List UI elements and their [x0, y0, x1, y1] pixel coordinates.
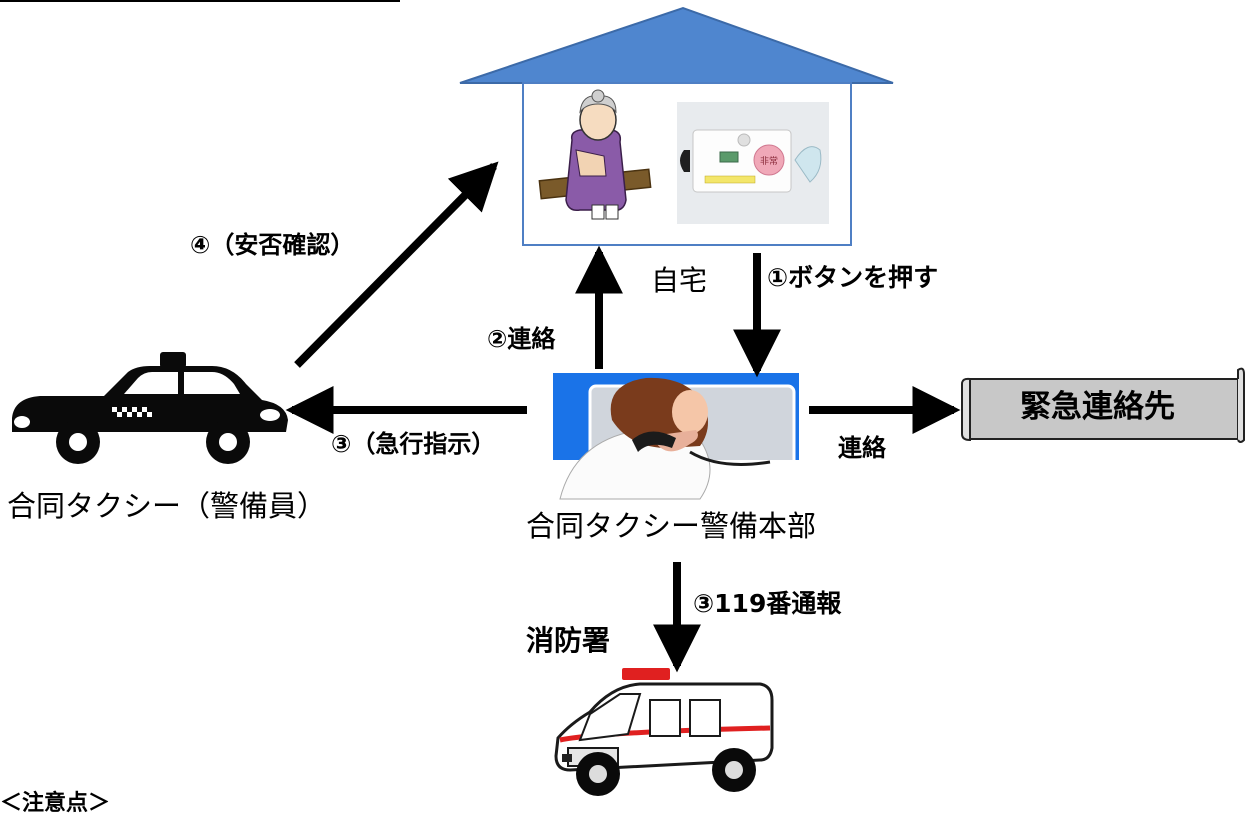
house-roof: [459, 6, 894, 84]
label-fire-station: 消防署: [526, 624, 611, 657]
alarm-device-photo: 非常: [677, 102, 829, 224]
notes-heading: ＜注意点＞: [0, 791, 111, 816]
label-contact: 連絡: [838, 434, 886, 462]
label-step3b: ③119番通報: [693, 589, 842, 618]
operator-icon: [553, 373, 799, 500]
label-emergency-contact: 緊急連絡先: [1020, 389, 1175, 425]
label-step4: ④（安否確認）: [190, 231, 355, 259]
label-hq: 合同タクシー警備本部: [526, 509, 817, 543]
svg-text:非常: 非常: [760, 155, 778, 167]
ambulance-icon: [554, 668, 774, 796]
top-rule: [0, 0, 400, 2]
label-step2: ②連絡: [487, 325, 556, 353]
arrows: [285, 161, 961, 673]
elderly-person-icon: [538, 89, 652, 220]
label-taxi: 合同タクシー（警備員）: [7, 489, 327, 523]
arrow-step4: [294, 161, 499, 368]
label-home: 自宅: [651, 264, 708, 297]
label-step3a: ③（急行指示）: [331, 430, 496, 458]
emergency-contact-scroll: [961, 367, 1245, 443]
label-step1: ①ボタンを押す: [767, 263, 939, 292]
taxi-icon: [12, 352, 288, 464]
